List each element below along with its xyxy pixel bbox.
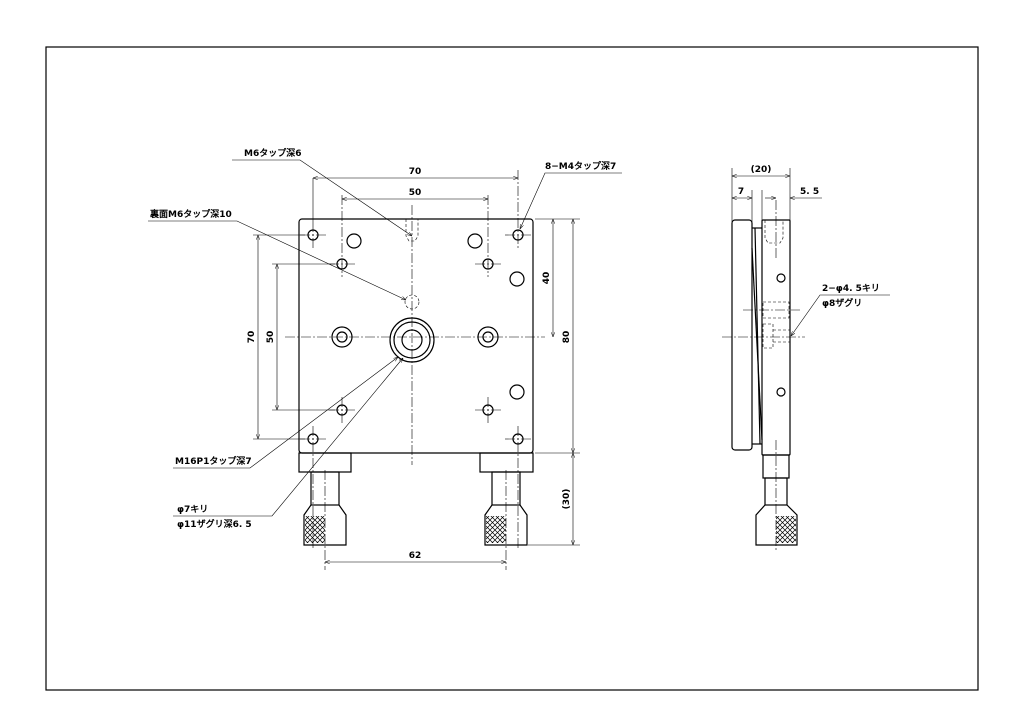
front-callouts: M6タップ深6 8−M4タップ深7 裏面M6タップ深10 M16P1タップ深7 …: [148, 147, 622, 530]
callout-7-drill: φ7キリ: [177, 504, 208, 515]
callout-back-m6-tap: 裏面M6タップ深10: [149, 208, 232, 220]
side-view: [722, 200, 805, 550]
dim-50-horizontal: 50: [409, 188, 422, 198]
left-micrometer: [298, 452, 352, 546]
callout-m16-tap: M16P1タップ深7: [175, 455, 252, 467]
top-tap-hidden: [405, 219, 419, 242]
dim-62: 62: [409, 551, 422, 561]
callout-m4-taps: 8−M4タップ深7: [545, 160, 616, 172]
dim-70-vertical: 70: [247, 331, 257, 344]
dim-50-vertical: 50: [266, 331, 276, 344]
dim-80: 80: [562, 331, 572, 344]
dim-5-5: 5. 5: [800, 187, 819, 197]
side-plate: [731, 219, 753, 451]
dim-7: 7: [738, 187, 744, 197]
front-view: [285, 170, 545, 570]
back-tap-hidden: [404, 294, 420, 310]
stage-plate: [298, 218, 534, 454]
dim-30: (30): [562, 489, 572, 510]
callout-8-counterbore: φ8ザグリ: [822, 297, 862, 309]
side-dimensions: (20) 7 5. 5 2−φ4. 5キリ φ8ザグリ: [731, 165, 890, 336]
dim-70-horizontal: 70: [409, 167, 422, 177]
drawing-border: [45, 46, 979, 691]
front-dimensions: 70 50 70 50 40 80 (30) 62: [247, 167, 580, 562]
counterbored-holes: [331, 326, 499, 348]
dim-40: 40: [542, 272, 552, 285]
center-tap: [389, 317, 435, 363]
dim-20: (20): [751, 165, 772, 175]
callout-4-5-drill: 2−φ4. 5キリ: [822, 283, 880, 294]
large-holes: [346, 233, 525, 400]
callout-11-counterbore: φ11ザグリ深6. 5: [177, 518, 252, 530]
callout-m6-tap: M6タップ深6: [244, 147, 301, 159]
right-micrometer: [479, 452, 534, 546]
